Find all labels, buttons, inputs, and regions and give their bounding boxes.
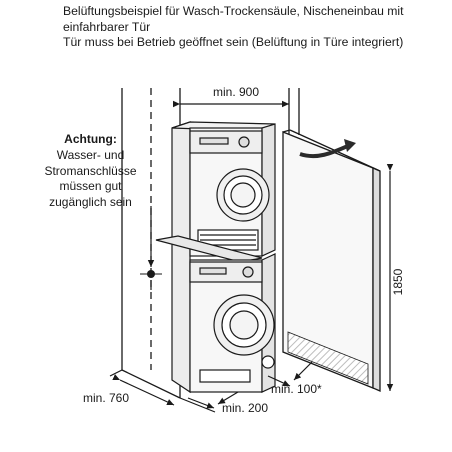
warning-line-3: müssen gut [59,179,122,194]
dimension-depth-label: min. 760 [83,391,129,405]
door-swing-arrow-icon [299,139,356,159]
washer-dryer-stack [155,121,276,394]
dimension-width-label: min. 900 [213,85,259,99]
warning-note: Achtung: Wasser- und Stromanschlüsse müs… [28,132,153,211]
dimension-height-label: 1850 [391,268,405,295]
warning-title: Achtung: [64,132,117,146]
dimension-vent: min. 100* [267,361,322,396]
warning-line-4: zugänglich sein [49,195,132,210]
header-line-3: Tür muss bei Betrieb geöffnet sein (Belü… [63,35,404,50]
sliding-door [282,129,381,392]
header-line-2: einfahrbarer Tür [63,19,151,34]
niche-side-wall [288,88,300,135]
header-text: Belüftungsbeispiel für Wasch-Trockensäul… [63,4,448,51]
dimension-height: 1850 [386,164,405,391]
warning-line-1: Wasser- und [56,147,125,162]
dimension-width: min. 900 [173,85,289,108]
dimension-depth: min. 760 [83,374,175,406]
connection-point-icon [140,206,162,290]
floor-outline [109,369,216,413]
dimension-vent-label: min. 100* [271,382,322,396]
dimension-gap: min. 200 [187,391,268,415]
header-line-1: Belüftungsbeispiel für Wasch-Trockensäul… [63,4,404,18]
warning-line-2: Stromanschlüsse [44,163,137,178]
dimension-gap-label: min. 200 [222,401,268,415]
